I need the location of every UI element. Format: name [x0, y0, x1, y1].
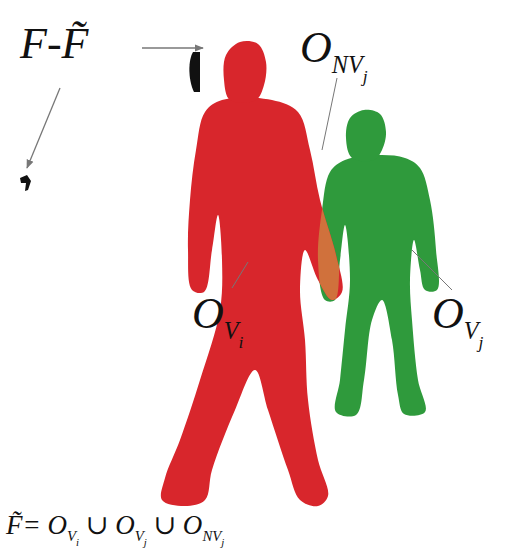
- text-part: V: [135, 529, 144, 544]
- text-part: ∪ O: [79, 512, 135, 539]
- text-part: F̃= O: [6, 512, 67, 539]
- text-part: O: [432, 292, 464, 336]
- missing-patch: [189, 52, 200, 92]
- red-person: [161, 41, 343, 506]
- region-label: ONVj: [300, 26, 368, 70]
- leader-line: [412, 250, 452, 290]
- text-part: j: [221, 537, 224, 548]
- text-part: O: [192, 292, 224, 336]
- text-part: F-F̃: [20, 22, 88, 66]
- text-part: ∪ O: [147, 512, 203, 539]
- overlap-region: [318, 110, 439, 417]
- green-person-part: [346, 110, 386, 162]
- overlap-part: [318, 155, 439, 417]
- red-person-part: [223, 41, 266, 103]
- missing-patch: [20, 175, 31, 191]
- green-person: [318, 110, 439, 417]
- overlap-part: [346, 110, 386, 162]
- text-part: i: [76, 537, 79, 548]
- text-part: V: [224, 319, 239, 343]
- text-part: NV: [202, 529, 221, 544]
- leader-arrow: [142, 47, 203, 48]
- text-part: j: [144, 537, 147, 548]
- text-part: O: [300, 26, 332, 70]
- formula: F̃= OVi ∪ OVj ∪ ONVj: [6, 512, 224, 539]
- region-label: OVi: [192, 292, 243, 336]
- leader-line: [232, 262, 248, 288]
- region-label: OVj: [432, 292, 483, 336]
- leader-arrow: [27, 88, 60, 168]
- text-part: NV: [332, 53, 363, 77]
- green-person-part: [318, 155, 439, 417]
- text-part: j: [479, 334, 484, 352]
- text-part: i: [239, 334, 244, 352]
- region-label: F-F̃: [20, 22, 88, 66]
- text-part: V: [67, 529, 76, 544]
- red-person-part: [161, 97, 343, 506]
- leader-line: [322, 78, 337, 150]
- text-part: j: [363, 68, 368, 86]
- text-part: V: [464, 319, 479, 343]
